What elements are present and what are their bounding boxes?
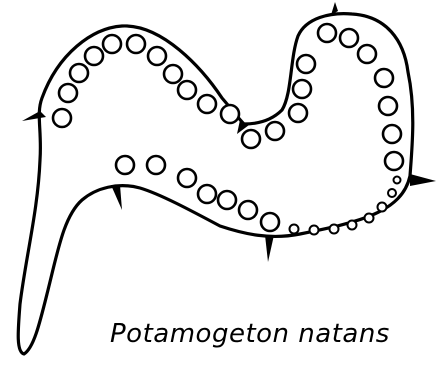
small-vesicle [388, 189, 396, 197]
vesicle [379, 97, 397, 115]
vesicle [358, 45, 376, 63]
vesicle [178, 169, 196, 187]
small-vesicle [330, 225, 339, 234]
small-vesicle [378, 203, 387, 212]
vesicle [340, 29, 358, 47]
vesicle [221, 105, 239, 123]
vesicle [297, 55, 315, 73]
vesicle [218, 191, 236, 209]
small-vesicle [310, 226, 319, 235]
vesicle [385, 152, 403, 170]
small-vesicle [365, 214, 374, 223]
small-vesicle-row [290, 177, 401, 235]
tooth-mark [265, 235, 274, 262]
vesicle [261, 213, 279, 231]
vesicle [85, 47, 103, 65]
vesicle [242, 130, 260, 148]
tooth-mark [410, 174, 436, 186]
vesicle [293, 80, 311, 98]
small-vesicle [348, 221, 357, 230]
vesicle [198, 185, 216, 203]
vesicle [178, 81, 196, 99]
tooth-mark [22, 111, 46, 121]
vesicle [127, 35, 145, 53]
vesicle [148, 47, 166, 65]
vesicle [318, 24, 336, 42]
vesicle [164, 65, 182, 83]
tooth-mark [111, 185, 122, 210]
vesicle [383, 125, 401, 143]
species-caption: Potamogeton natans [110, 321, 390, 347]
vesicle [239, 201, 257, 219]
vesicle [266, 122, 284, 140]
vesicle [147, 156, 165, 174]
vesicle [116, 156, 134, 174]
small-vesicle [290, 225, 299, 234]
vesicle-ring [53, 24, 403, 231]
vesicle [375, 69, 393, 87]
vesicle [59, 84, 77, 102]
vesicle [53, 109, 71, 127]
vesicle [289, 104, 307, 122]
vesicle [70, 64, 88, 82]
vesicle [198, 95, 216, 113]
small-vesicle [394, 177, 401, 184]
vesicle [103, 35, 121, 53]
